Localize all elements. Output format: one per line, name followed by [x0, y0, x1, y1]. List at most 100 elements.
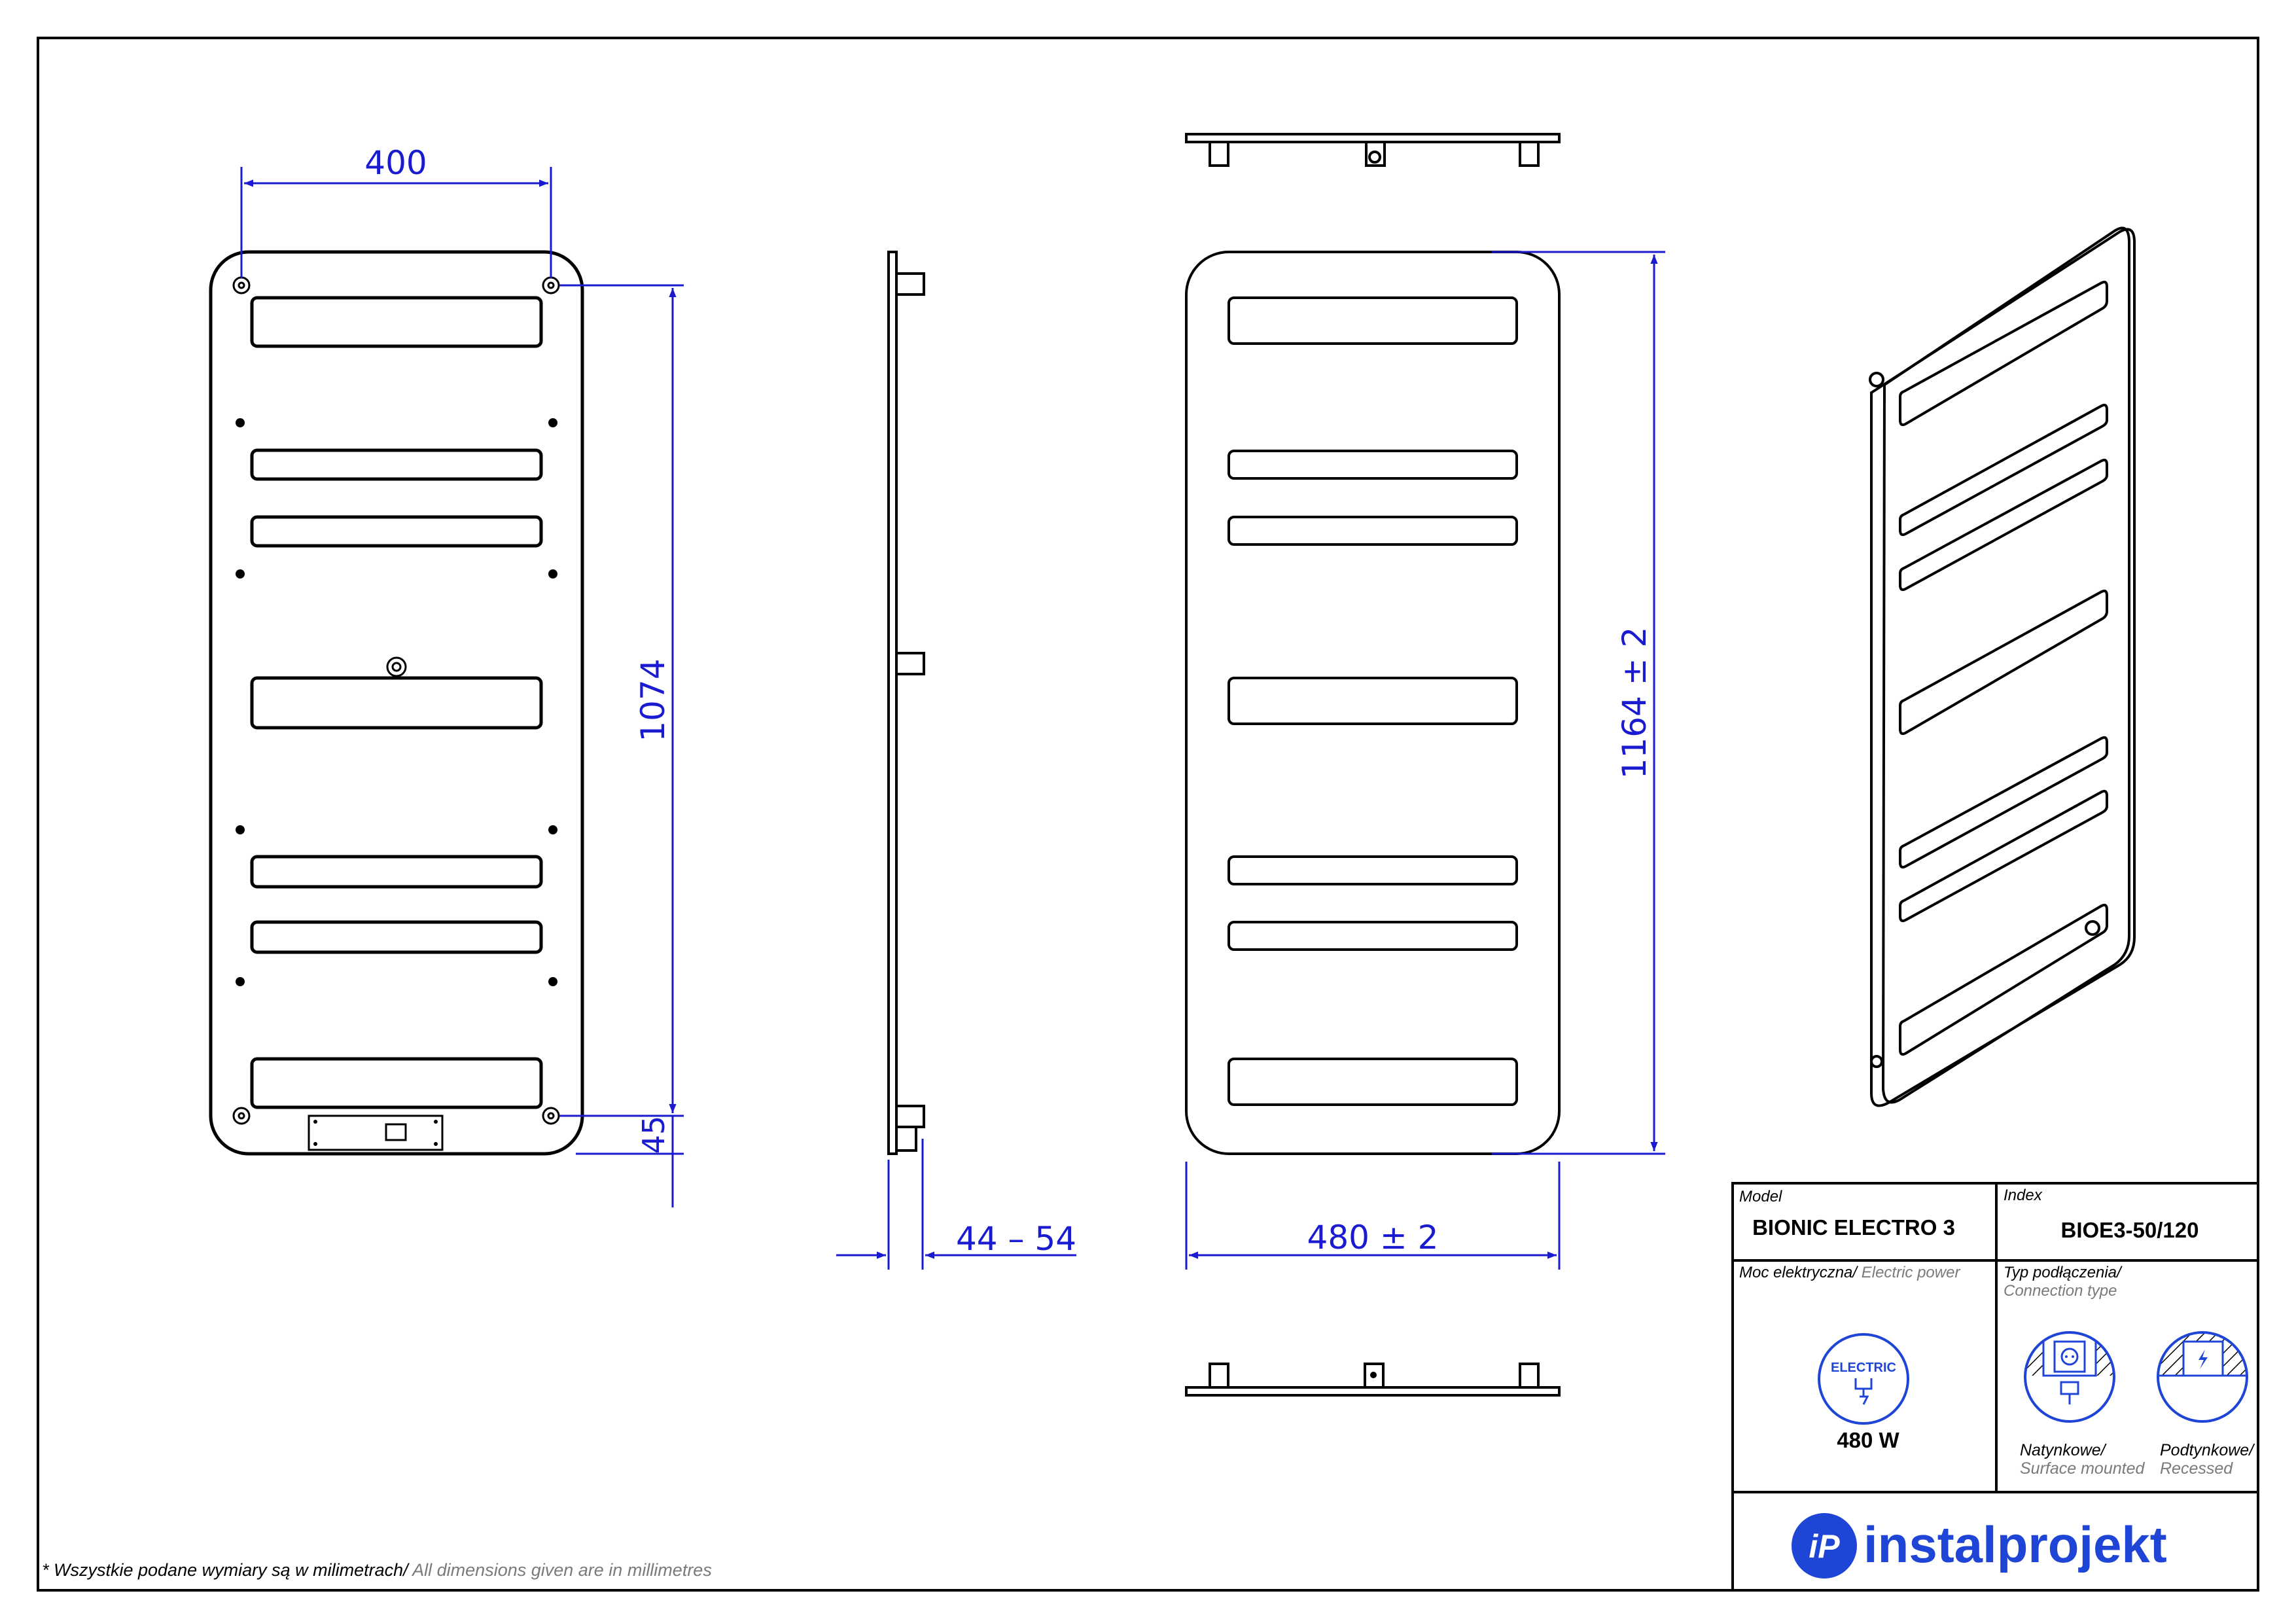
connection-label-pl: Typ podłączenia/	[2004, 1264, 2123, 1281]
mounting-hole	[232, 1107, 251, 1125]
front-slot	[1227, 450, 1518, 480]
screw-dot	[548, 569, 557, 579]
back-slot	[250, 515, 543, 548]
bottom-bracket	[1209, 1363, 1229, 1389]
iso-slot	[1899, 589, 2108, 736]
mounting-hole	[547, 1112, 555, 1120]
side-bracket	[895, 1105, 925, 1128]
note-pl: * Wszystkie podane wymiary są w milimetr…	[42, 1560, 410, 1580]
mounting-hole	[238, 281, 245, 289]
mounting-hole	[542, 276, 560, 294]
iso-slot	[1899, 403, 2108, 537]
side-dimensions	[836, 1139, 1076, 1270]
brand-mark-circle	[1792, 1513, 1857, 1578]
side-control-box	[895, 1126, 917, 1152]
surface-label-pl: Natynkowe/	[2020, 1441, 2108, 1459]
top-center-fitting	[386, 656, 407, 677]
index-value: BIOE3-50/120	[2061, 1218, 2199, 1242]
mounting-hole	[547, 281, 555, 289]
mounting-hole	[542, 1107, 560, 1125]
power-label-en: Electric power	[1857, 1264, 1960, 1281]
back-slot	[250, 855, 543, 889]
screw-dot	[236, 569, 245, 579]
title-block	[1731, 1182, 2259, 1592]
screw-dot	[236, 825, 245, 834]
recessed-label-pl: Podtynkowe/	[2160, 1441, 2255, 1459]
electric-badge-text: ELECTRIC	[1831, 1361, 1896, 1375]
iso-bracket	[1870, 1055, 1883, 1068]
front-slot	[1227, 855, 1518, 885]
back-slot	[250, 1057, 543, 1109]
index-label: Index	[2004, 1186, 2043, 1204]
note-en: All dimensions given are in millimetres	[408, 1560, 712, 1580]
back-slot	[250, 296, 543, 348]
dimensions-note: * Wszystkie podane wymiary są w milimetr…	[42, 1560, 712, 1580]
front-slot	[1227, 296, 1518, 345]
dim-depth: 44 – 54	[956, 1220, 1076, 1258]
dim-mount-width: 400	[364, 144, 427, 182]
front-view	[1185, 251, 1561, 1155]
surface-label-en: Surface mounted	[2020, 1459, 2145, 1478]
iso-slot	[1899, 903, 2108, 1056]
model-label: Model	[1739, 1188, 1782, 1205]
back-dimensions	[240, 167, 684, 1207]
power-label-pl: Moc elektryczna/	[1739, 1264, 1858, 1281]
iso-fitting	[2085, 920, 2100, 936]
brand-mark: iP	[1809, 1528, 1840, 1565]
power-label: Moc elektryczna/ Electric power	[1739, 1264, 1960, 1281]
iso-slot	[1899, 280, 2108, 427]
dim-bottom-offset: 45	[636, 1116, 671, 1154]
box-dot	[313, 1142, 317, 1146]
surface-mounted-icon	[2024, 1331, 2115, 1423]
dim-height: 1164 ± 2	[1616, 627, 1653, 779]
recessed-label-en: Recessed	[2160, 1459, 2233, 1478]
control-box-socket	[385, 1123, 407, 1141]
back-view-screws	[236, 418, 557, 1146]
front-top-view	[1185, 133, 1561, 167]
box-dot	[434, 1120, 438, 1124]
electric-icon: ELECTRIC	[1818, 1333, 1909, 1425]
side-view	[887, 251, 925, 1155]
mounting-hole	[238, 1112, 245, 1120]
top-bracket	[1209, 141, 1229, 167]
back-slot	[250, 920, 543, 954]
iso-panel-back	[1881, 226, 2130, 1104]
model-value: BIONIC ELECTRO 3	[1752, 1215, 1955, 1240]
power-value: 480 W	[1837, 1428, 1899, 1452]
screw-dot	[236, 418, 245, 427]
front-panel-outline	[1185, 251, 1561, 1155]
front-slot	[1227, 1058, 1518, 1106]
side-panel	[887, 251, 898, 1155]
sheet-border	[37, 37, 2259, 1592]
front-slot	[1227, 516, 1518, 546]
box-dot	[313, 1120, 317, 1124]
front-bottom-view	[1185, 1363, 1561, 1397]
top-bracket	[1365, 141, 1386, 167]
top-bracket	[1519, 141, 1540, 167]
bottom-bracket	[1519, 1363, 1540, 1389]
brand-logo: iP instalprojekt	[1792, 1513, 2167, 1578]
front-slot	[1227, 921, 1518, 951]
control-box	[308, 1115, 444, 1151]
screw-dot	[548, 825, 557, 834]
mounting-hole	[232, 276, 251, 294]
dim-width: 480 ± 2	[1307, 1219, 1439, 1257]
screw-dot	[236, 977, 245, 986]
dim-mount-height: 1074	[634, 658, 672, 741]
connection-label-en: Connection type	[2004, 1282, 2117, 1300]
iso-slot	[1899, 736, 2108, 869]
back-panel-outline	[209, 250, 584, 1156]
box-dot	[434, 1142, 438, 1146]
front-dimensions	[1185, 251, 1665, 1270]
screw-dot	[548, 977, 557, 986]
front-slot	[1227, 677, 1518, 725]
top-center-fitting	[391, 662, 402, 672]
recessed-icon	[2157, 1331, 2248, 1423]
top-fitting	[1368, 151, 1381, 164]
iso-slot	[1899, 789, 2108, 923]
side-bracket	[895, 272, 925, 296]
bottom-fitting	[1370, 1372, 1377, 1378]
isometric-view	[1869, 226, 2136, 1107]
iso-slot	[1899, 458, 2108, 592]
